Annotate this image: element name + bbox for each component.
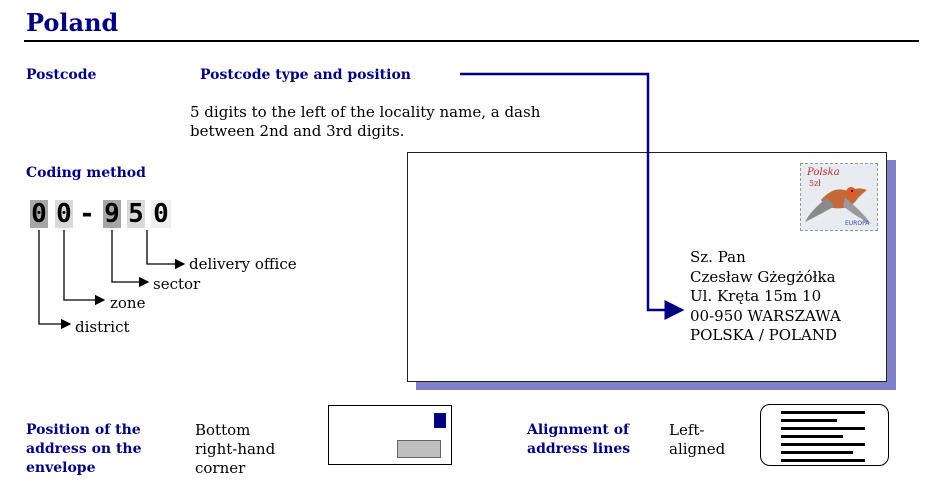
district-label: district (75, 318, 130, 336)
address-line-3: Ul. Kręta 15m 10 (690, 287, 822, 305)
position-label-line2: address on the (26, 441, 142, 457)
mini-address-area-icon (397, 440, 441, 458)
page-title: Poland (26, 8, 119, 37)
postcode-description-line1: 5 digits to the left of the locality nam… (190, 103, 541, 121)
stamp-mark: EUROPA (845, 220, 870, 227)
position-value-line1: Bottom (195, 421, 251, 439)
postcode-digit-4: 5 (127, 199, 145, 229)
postcode-dash: - (79, 199, 95, 229)
alignment-value-line1: Left- (669, 421, 705, 439)
postcode-digit-2: 0 (55, 199, 73, 229)
stamp-country: Polska (807, 167, 840, 178)
sector-label: sector (153, 275, 201, 293)
bird-stamp-icon (801, 164, 877, 230)
postage-stamp: Polska 5zł EUROPA (800, 163, 878, 231)
position-value-line2: right-hand (195, 440, 276, 458)
address-line-2: Czesław Gżegżółka (690, 267, 836, 286)
coding-method-label: Coding method (26, 165, 146, 181)
postcode-description-line2: between 2nd and 3rd digits. (190, 122, 405, 140)
alignment-value-line2: aligned (669, 440, 726, 458)
title-rule (24, 40, 919, 42)
address-line-1: Sz. Pan (690, 248, 746, 266)
mini-stamp-icon (434, 413, 446, 428)
zone-label: zone (110, 294, 146, 312)
postcode-digit-3: 9 (103, 199, 121, 229)
position-value-line3: corner (195, 459, 246, 477)
address-line-4: 00-950 WARSZAWA (690, 306, 841, 325)
postcode-digit-5: 0 (151, 200, 171, 228)
postcode-label: Postcode (26, 67, 97, 83)
address-line-5: POLSKA / POLAND (690, 326, 837, 344)
position-label-line3: envelope (26, 460, 96, 476)
sector-connector (111, 230, 150, 288)
alignment-label-line1: Alignment of (527, 422, 630, 438)
left-aligned-lines-icon (760, 404, 889, 466)
position-label-line1: Position of the (26, 422, 141, 438)
delivery-office-connector (146, 230, 186, 270)
postcode-type-label: Postcode type and position (200, 67, 411, 83)
district-connector (38, 230, 72, 330)
postcode-digit-1: 0 (30, 199, 48, 229)
alignment-label-line2: address lines (527, 441, 631, 457)
zone-connector (63, 230, 106, 306)
stamp-value: 5zł (809, 179, 821, 188)
address-block: Sz. Pan Czesław Gżegżółka Ul. Kręta 15m … (690, 248, 841, 346)
delivery-office-label: delivery office (189, 255, 297, 273)
